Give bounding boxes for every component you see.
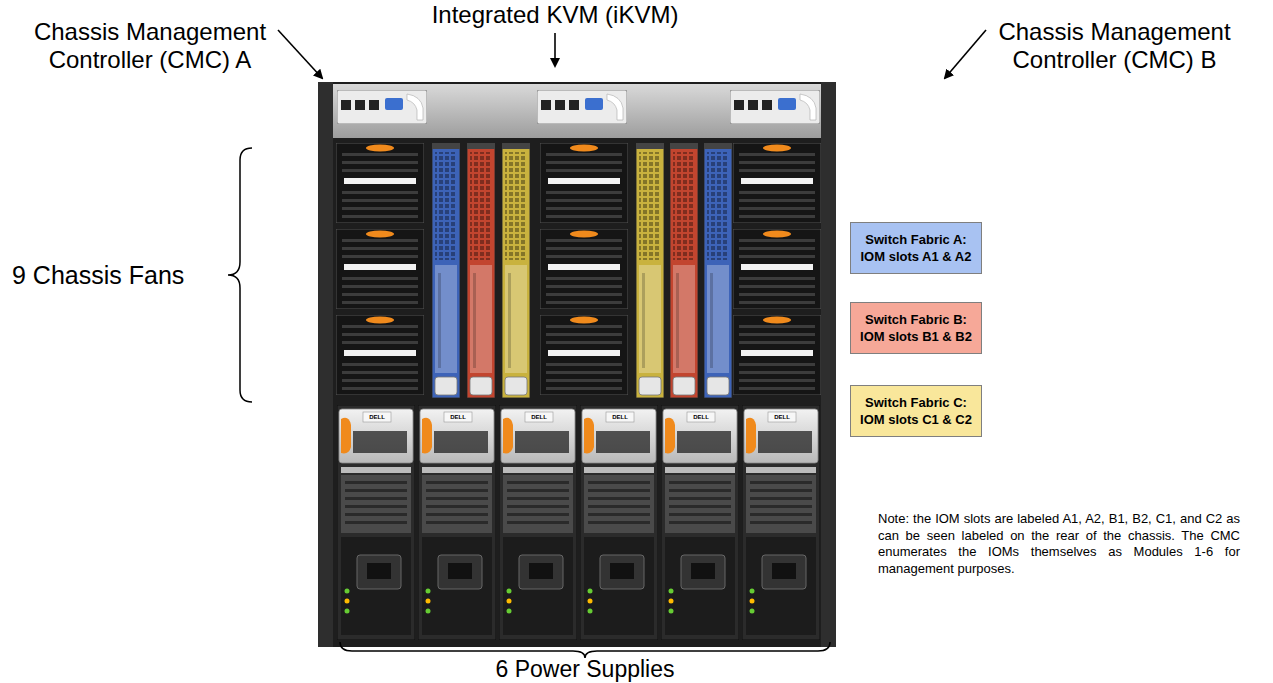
legend-text: Switch Fabric A: IOM slots A1 & A2 (860, 232, 971, 264)
group-label: 6 Power Supplies (400, 657, 770, 681)
management-modules (337, 90, 820, 124)
braces (228, 148, 830, 658)
legend-text: Switch Fabric C: IOM slots C1 & C2 (860, 395, 972, 427)
power-supplies (337, 405, 820, 640)
legend-swatch: Switch Fabric B: IOM slots B1 & B2 (850, 302, 982, 354)
legend-swatch: Switch Fabric C: IOM slots C1 & C2 (850, 385, 982, 437)
leader-arrows (278, 30, 986, 78)
brand-label: DELL (525, 412, 553, 422)
io-modules (432, 143, 732, 398)
legend-text: Switch Fabric B: IOM slots B1 & B2 (860, 312, 972, 344)
chassis-frame (318, 82, 836, 647)
callout-label: Chassis Management Controller (CMC) B (962, 18, 1267, 74)
legend-swatch: Switch Fabric A: IOM slots A1 & A2 (850, 222, 982, 274)
brand-label: DELL (768, 412, 796, 422)
brand-label: DELL (606, 412, 634, 422)
brand-label: DELL (363, 412, 391, 422)
chassis-fans (336, 143, 821, 395)
brand-label: DELL (687, 412, 715, 422)
group-label: 9 Chassis Fans (12, 260, 224, 290)
callout-label: Integrated KVM (iKVM) (390, 1, 720, 29)
note-text: Note: the IOM slots are labeled A1, A2, … (878, 511, 1240, 577)
callout-label: Chassis Management Controller (CMC) A (0, 18, 300, 74)
brand-label: DELL (444, 412, 472, 422)
